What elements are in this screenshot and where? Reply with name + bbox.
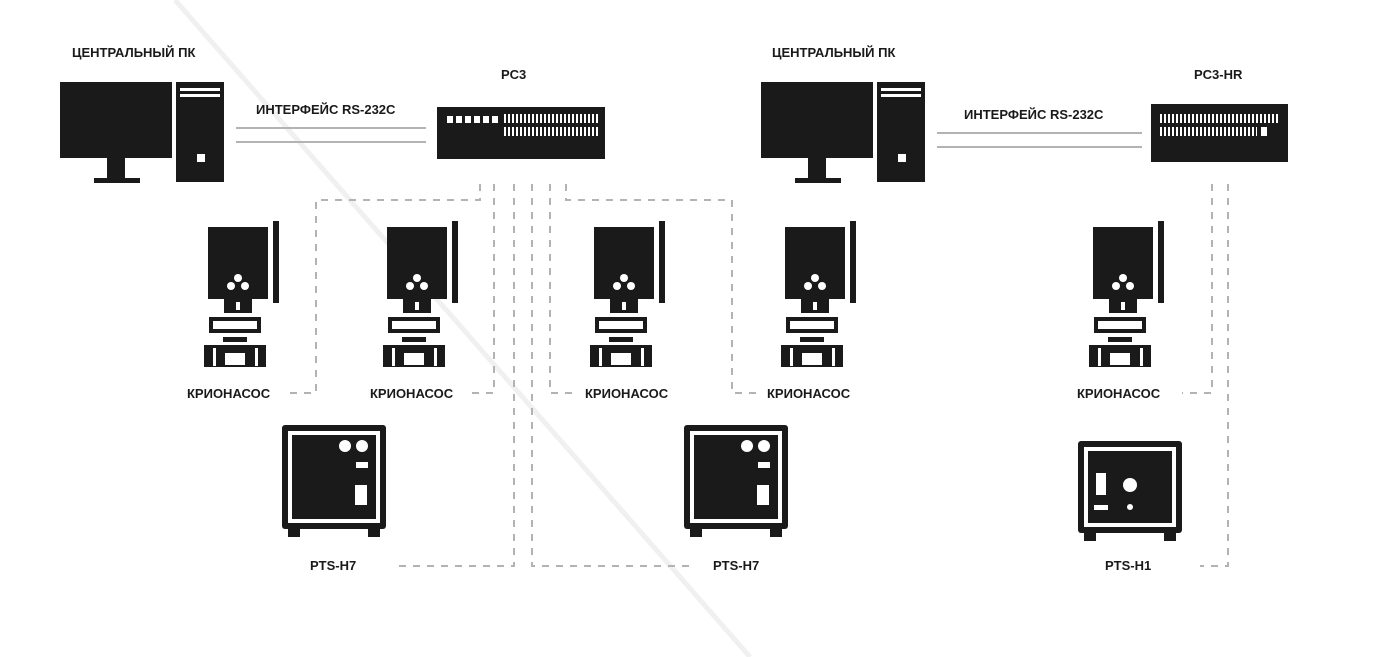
link-pc3-cryo-1 — [288, 184, 481, 394]
connections — [236, 127, 1229, 567]
link-pc3hr-cryo — [1182, 184, 1213, 394]
link-pc3-cryo-2 — [470, 184, 495, 394]
link-pc3-pts-h7-2 — [531, 184, 690, 567]
cryopump-icon — [590, 221, 665, 367]
interface-label-right: ИНТЕРФЕЙС RS-232C — [964, 107, 1104, 122]
cryopump-icon — [383, 221, 458, 367]
cryopump-icon — [781, 221, 856, 367]
compressor-icon — [282, 425, 386, 537]
cryopump-label-2: КРИОНАСОС — [370, 386, 454, 401]
link-pc3hr-pts-h1 — [1200, 184, 1229, 567]
cryopump-label-4: КРИОНАСОС — [767, 386, 851, 401]
cryopump-icon — [1089, 221, 1164, 367]
interface-label-left: ИНТЕРФЕЙС RS-232C — [256, 102, 396, 117]
compressor-icon — [1078, 441, 1182, 541]
pts-h7-label-1: PTS-H7 — [310, 558, 356, 573]
central-pc-label-left: ЦЕНТРАЛЬНЫЙ ПК — [72, 45, 195, 60]
link-pc3-cryo-3 — [549, 184, 574, 394]
pts-h1-label: PTS-H1 — [1105, 558, 1151, 573]
tower-pc-icon — [877, 82, 925, 182]
pts-h7-label-2: PTS-H7 — [713, 558, 759, 573]
pc3-hr-label: PC3-HR — [1194, 67, 1243, 82]
cryopump-label-3: КРИОНАСОС — [585, 386, 669, 401]
cryopump-label-1: КРИОНАСОС — [187, 386, 271, 401]
cryopump-icon — [204, 221, 279, 367]
monitor-icon — [761, 82, 873, 183]
controller-icon — [1151, 104, 1288, 162]
background-streak — [173, 0, 752, 657]
controller-icon — [437, 107, 605, 159]
tower-pc-icon — [176, 82, 224, 182]
link-pc3-pts-h7-1 — [398, 184, 515, 567]
pc3-label: PC3 — [501, 67, 526, 82]
central-pc-label-right: ЦЕНТРАЛЬНЫЙ ПК — [772, 45, 895, 60]
cryopump-label-5: КРИОНАСОС — [1077, 386, 1161, 401]
link-pc3-cryo-4 — [565, 184, 756, 394]
compressor-icon — [684, 425, 788, 537]
monitor-icon — [60, 82, 172, 183]
rs232c-cable-right — [937, 132, 1142, 148]
rs232c-cable-left — [236, 127, 426, 143]
